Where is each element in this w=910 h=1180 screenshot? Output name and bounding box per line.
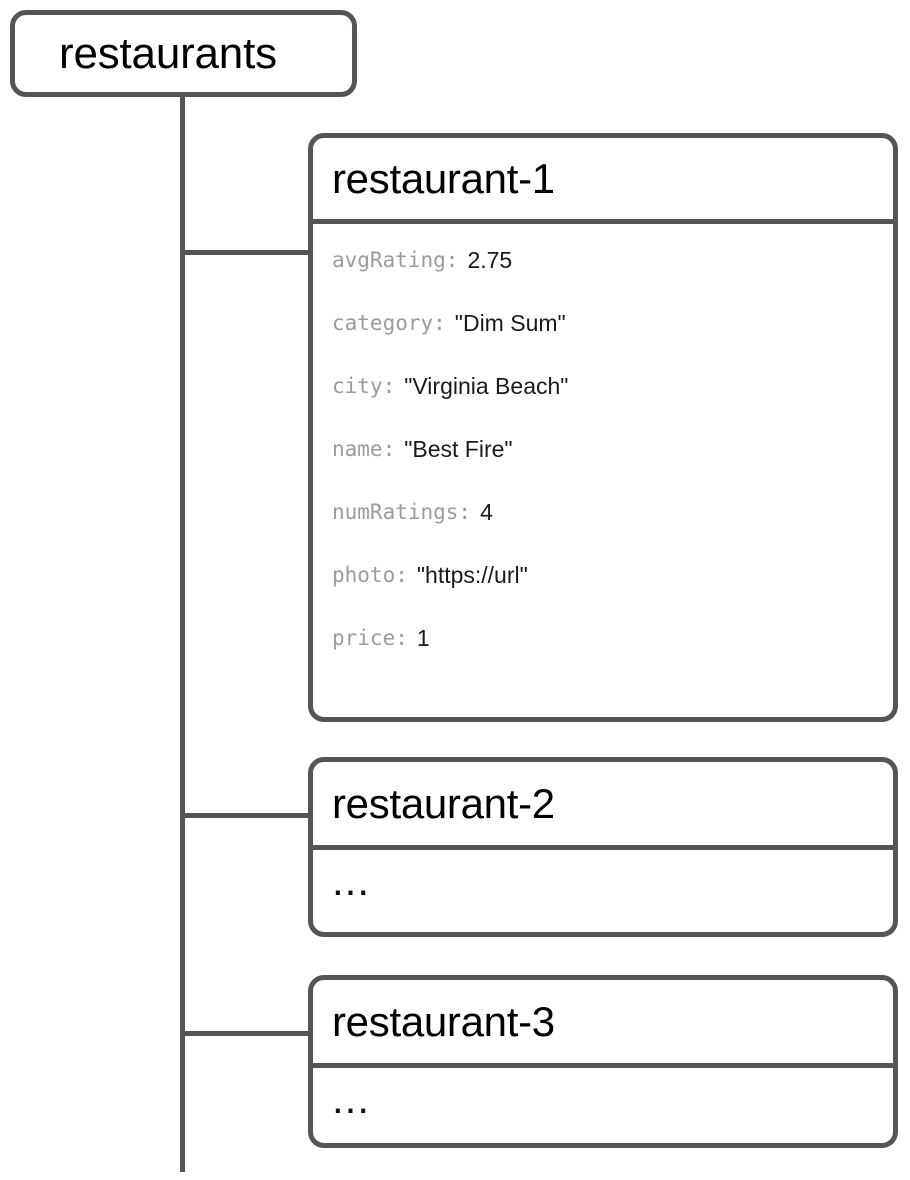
document-id-label: restaurant-2 [332,779,555,827]
field-row: avgRating: 2.75 [332,247,893,313]
document-card-restaurant-2[interactable]: restaurant-2 ... [308,757,898,937]
field-key: price: [332,626,408,650]
document-card-header: restaurant-3 [313,980,893,1068]
field-key: name: [332,437,396,461]
field-value: "Best Fire" [404,436,513,462]
document-card-restaurant-3[interactable]: restaurant-3 ... [308,975,898,1148]
field-value: "Dim Sum" [454,310,566,336]
document-card-header: restaurant-2 [313,762,893,850]
collection-node-label: restaurants [59,28,277,78]
document-id-label: restaurant-1 [332,154,555,202]
field-key: photo: [332,563,408,587]
field-value: "Virginia Beach" [404,373,569,399]
field-row: name: "Best Fire" [332,436,893,502]
document-card-body: ... [313,850,893,902]
branch-connector-line-restaurant-1 [180,250,308,255]
document-card-header: restaurant-1 [313,138,893,224]
field-row: photo: "https://url" [332,562,893,628]
collapsed-fields-placeholder: ... [332,1075,371,1122]
field-value: "https://url" [416,562,528,588]
field-row: city: "Virginia Beach" [332,373,893,439]
document-card-body: ... [313,1068,893,1120]
collapsed-fields-placeholder: ... [332,857,371,904]
document-id-label: restaurant-3 [332,997,555,1045]
document-card-restaurant-1[interactable]: restaurant-1 avgRating: 2.75 category: "… [308,133,898,722]
field-key: avgRating: [332,248,459,272]
field-row: category: "Dim Sum" [332,310,893,376]
branch-connector-line-restaurant-3 [180,1031,308,1036]
trunk-connector-line [180,97,185,1172]
collection-node-restaurants[interactable]: restaurants [10,10,357,97]
field-key: category: [332,311,446,335]
field-row: numRatings: 4 [332,499,893,565]
field-value: 1 [416,625,430,651]
field-value: 2.75 [467,247,513,273]
field-key: numRatings: [332,500,472,524]
field-key: city: [332,374,396,398]
branch-connector-line-restaurant-2 [180,813,308,818]
field-value: 4 [480,499,493,525]
field-row: price: 1 [332,625,893,691]
document-card-body: avgRating: 2.75 category: "Dim Sum" city… [313,224,893,691]
